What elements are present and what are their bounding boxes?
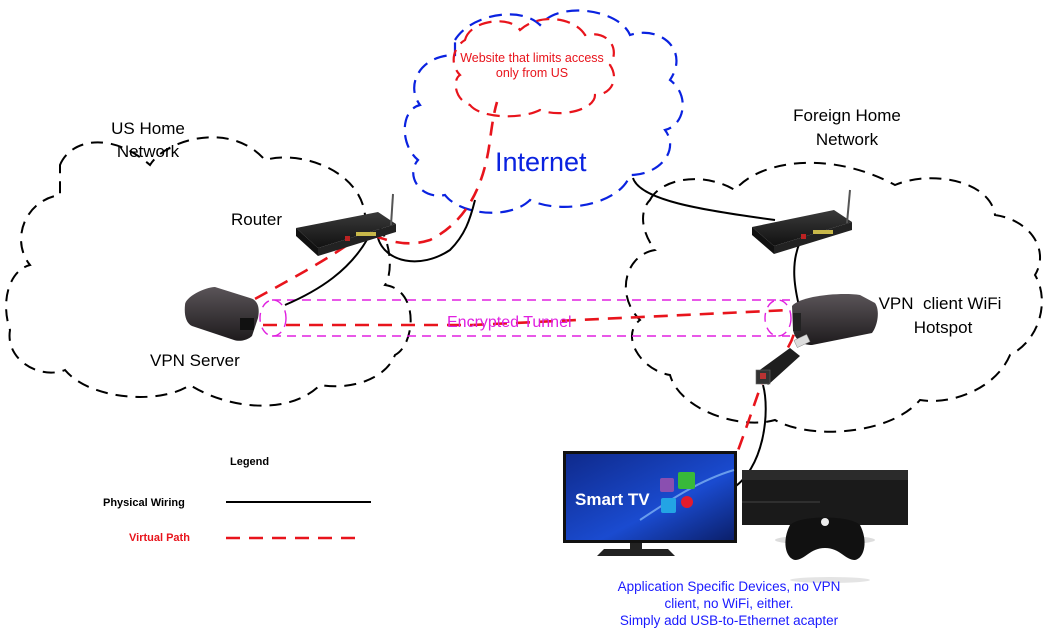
router-label: Router — [231, 210, 282, 229]
smart-tv-screen-label: Smart TV — [575, 490, 650, 509]
vpn-server-device — [184, 287, 259, 341]
svg-text:Internet: Internet — [495, 147, 587, 177]
vpn-client-device — [792, 294, 878, 345]
foreign-router-device — [752, 189, 852, 254]
internet-cloud — [403, 9, 684, 214]
physical-wiring — [284, 177, 801, 491]
internet-label: Internet — [495, 147, 587, 177]
usb-ethernet-adapter-device — [755, 334, 811, 385]
legend-label-virtual: Virtual Path — [129, 532, 190, 544]
vpn-server-label: VPN Server — [150, 351, 240, 370]
svg-text:Network: Network — [117, 142, 180, 161]
svg-text:Simply add USB-to-Ethernet aca: Simply add USB-to-Ethernet acapter — [620, 613, 839, 628]
encrypted-tunnel-label: Encrypted Tunnel — [447, 314, 572, 331]
foreign-home-network-cloud — [624, 161, 1043, 433]
svg-text:only from US: only from US — [496, 66, 568, 80]
legend: Legend Physical Wiring Virtual Path — [103, 456, 371, 544]
smart-tv-device: Smart TV — [563, 451, 737, 556]
svg-text:Foreign Home: Foreign Home — [793, 106, 901, 125]
website-cloud — [452, 17, 616, 118]
legend-label-physical: Physical Wiring — [103, 497, 185, 509]
svg-text:US Home: US Home — [111, 119, 185, 138]
legend-item-physical-wiring: Physical Wiring — [103, 497, 371, 509]
svg-text:VPN client WiFi: VPN client WiFi — [879, 294, 1002, 313]
legend-title: Legend — [230, 456, 269, 468]
us-router-device — [296, 193, 396, 256]
svg-text:Network: Network — [816, 130, 879, 149]
us-home-network-cloud — [5, 136, 412, 407]
svg-text:Hotspot: Hotspot — [914, 318, 973, 337]
legend-item-virtual-path: Virtual Path — [129, 532, 363, 544]
us-home-network-label: US Home Network — [111, 119, 185, 161]
website-label: Website that limits access only from US — [460, 51, 604, 80]
game-console-device — [742, 470, 908, 583]
svg-text:Website that limits access: Website that limits access — [460, 51, 604, 65]
foreign-home-network-label: Foreign Home Network — [793, 106, 901, 149]
svg-text:Application Specific Devices,: Application Specific Devices, no VPN — [618, 579, 841, 594]
devices-note: Application Specific Devices, no VPN cli… — [618, 579, 841, 628]
vpn-client-label: VPN client WiFi Hotspot — [879, 294, 1002, 337]
svg-text:client, no WiFi, either.: client, no WiFi, either. — [664, 596, 793, 611]
encrypted-tunnel — [259, 299, 792, 337]
